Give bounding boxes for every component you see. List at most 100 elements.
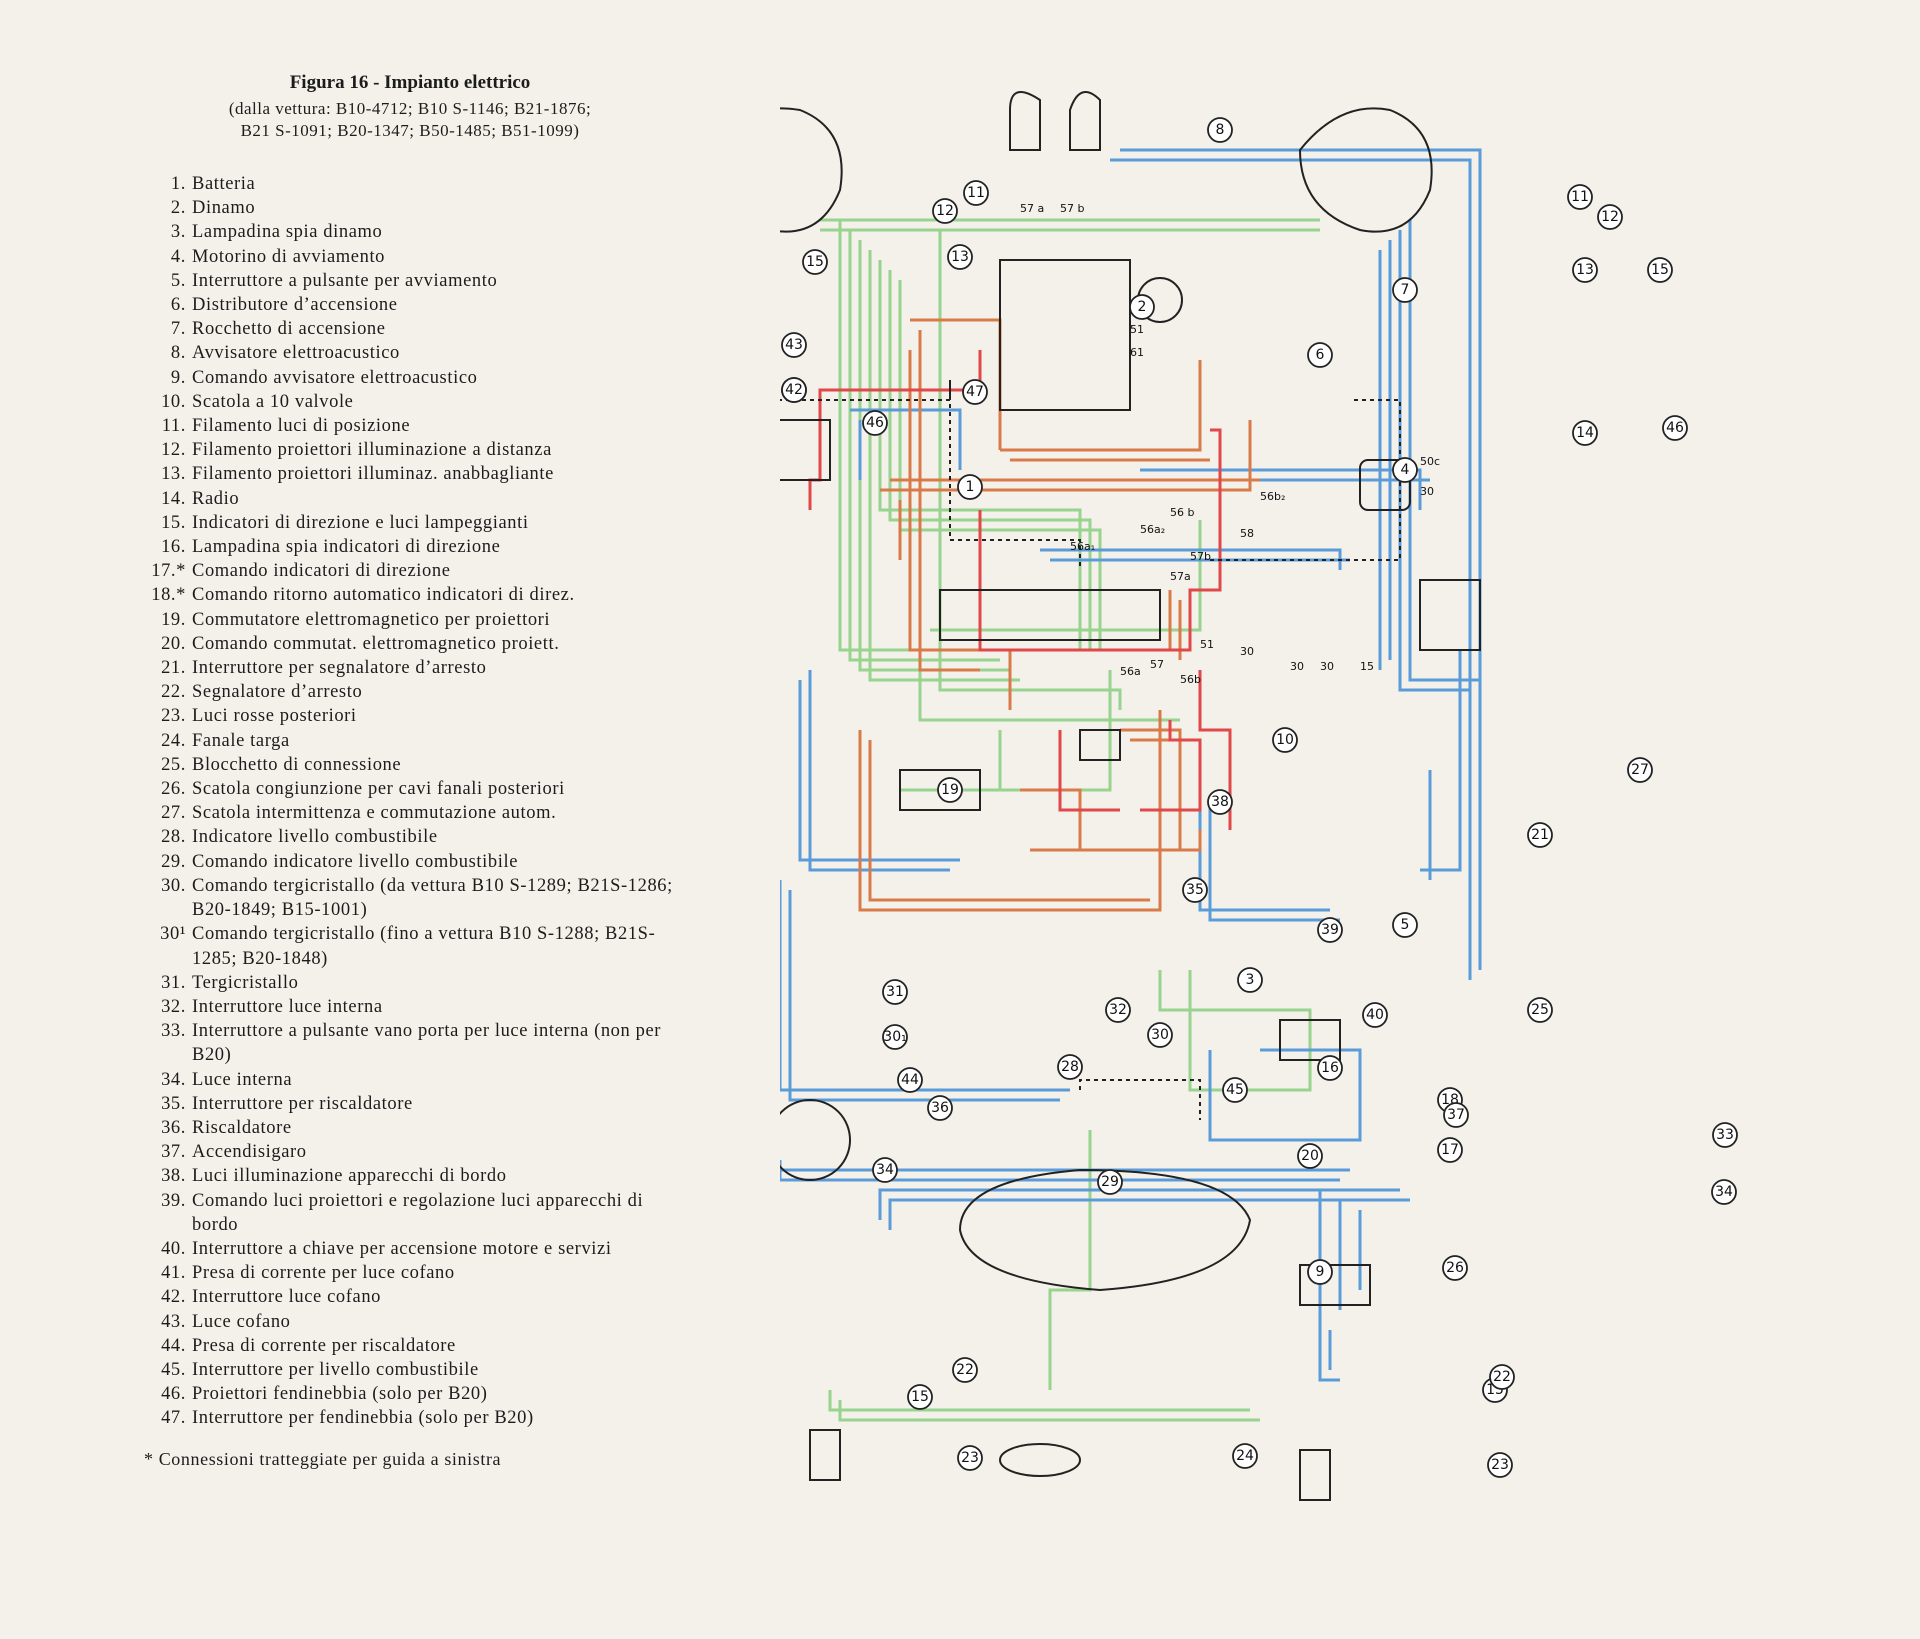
component-15c: 15 <box>907 1384 933 1410</box>
component-number: 38 <box>1211 794 1229 810</box>
headlamp-right <box>1298 107 1433 233</box>
legend-item: 28.Indicatore livello combustibile <box>130 825 690 849</box>
component-5: 5 <box>1392 912 1418 938</box>
component-circle <box>947 244 973 270</box>
component-45: 45 <box>1222 1077 1248 1103</box>
horn-right <box>1069 91 1101 151</box>
wire-label-30c: 30 <box>1290 660 1304 673</box>
component-number: 22 <box>956 1362 974 1378</box>
component-46a: 46 <box>862 410 888 436</box>
legend-item-number: 3. <box>170 222 186 243</box>
legend-item-number: 16. <box>161 537 186 558</box>
legend-item-text: Lampadina spia dinamo <box>192 222 383 243</box>
footnote: * Connessioni tratteggiate per guida a s… <box>144 1448 502 1469</box>
legend-item: 30.Comando tergicristallo (da vettura B1… <box>130 874 690 922</box>
legend-item: 22.Segnalatore d’arresto <box>130 680 690 704</box>
component-number: 40 <box>1366 1007 1384 1023</box>
legend-item: 2.Dinamo <box>130 196 690 220</box>
component-26: 26 <box>1442 1255 1468 1281</box>
component-number: 19 <box>941 782 959 798</box>
legend-item-number: 20. <box>161 633 186 654</box>
component-circle <box>1097 1169 1123 1195</box>
legend-item-number: 15. <box>161 512 186 533</box>
legend-item-number: 37. <box>161 1142 186 1163</box>
legend-item: 12. Filamento proiettori illuminazione a … <box>130 438 690 462</box>
legend-item-text: Accendisigaro <box>192 1142 307 1163</box>
wire-label-57: 57 <box>1150 658 1164 671</box>
component-circle <box>1129 294 1155 320</box>
component-25: 25 <box>1527 997 1553 1023</box>
wire-label-15: 15 <box>1360 660 1374 673</box>
component-number: 12 <box>936 203 954 219</box>
engine-block-shape <box>999 259 1131 411</box>
legend-item: 10.Scatola a 10 valvole <box>130 390 690 414</box>
legend-item: 46.Proiettori fendinebbia (solo per B20) <box>130 1382 690 1406</box>
radio-shape <box>1359 459 1411 511</box>
legend-item-number: 12. <box>161 440 186 461</box>
component-number: 7 <box>1401 282 1410 298</box>
component-circle <box>1711 1179 1737 1205</box>
legend-item-number: 31. <box>161 972 186 993</box>
legend-item-text: Interruttore per fendinebbia (solo per B… <box>192 1408 534 1429</box>
legend-item: 25.Blocchetto di connessione <box>130 753 690 777</box>
legend-item: 19.Commutatore elettromagnetico per proi… <box>130 608 690 632</box>
legend-item-number: 10. <box>161 391 186 412</box>
component-number: 3 <box>1246 972 1255 988</box>
component-number: 17 <box>1441 1142 1459 1158</box>
legend-item-number: 39. <box>161 1190 186 1211</box>
green-wires <box>820 218 1320 1422</box>
component-13b: 13 <box>1572 257 1598 283</box>
wire-label-56a: 56a <box>1120 665 1141 678</box>
legend-item: 47. Interruttore per fendinebbia (solo pe… <box>130 1406 690 1430</box>
legend-item: 16. Lampadina spia indicatori di direzion… <box>130 535 690 559</box>
legend-item: 21.Interruttore per segnalatore d’arrest… <box>130 656 690 680</box>
wire-label-57b2: 57b <box>1190 550 1211 563</box>
component-33: 33 <box>1712 1122 1738 1148</box>
component-27: 27 <box>1627 757 1653 783</box>
component-32: 32 <box>1105 997 1131 1023</box>
legend-item-text: Lampadina spia indicatori di direzione <box>192 537 501 558</box>
legend-item: 31.Tergicristallo <box>130 971 690 995</box>
component-circle <box>1182 877 1208 903</box>
legend-item: 20.Comando commutat. elettromagnetico pr… <box>130 632 690 656</box>
component-circle <box>1572 257 1598 283</box>
component-number: 4 <box>1401 462 1410 478</box>
legend-item-text: Radio <box>192 488 240 509</box>
component-number: 46 <box>1666 420 1684 436</box>
legend-item-number: 9. <box>170 367 186 388</box>
legend-item-text: Filamento proiettori illuminazione a dis… <box>192 440 552 461</box>
legend-item: 33.Interruttore a pulsante vano porta pe… <box>130 1019 690 1067</box>
legend-item-number: 17.* <box>151 561 186 582</box>
component-6: 6 <box>1307 342 1333 368</box>
legend-item-number: 47. <box>161 1408 186 1429</box>
legend-item: 40.Interruttore a chiave per accensione … <box>130 1237 690 1261</box>
component-number: 37 <box>1447 1107 1465 1123</box>
wire-label-30d: 30 <box>1320 660 1334 673</box>
component-15b: 15 <box>1647 257 1673 283</box>
component-circle <box>872 1157 898 1183</box>
component-17: 17 <box>1437 1137 1463 1163</box>
legend-item-number: 27. <box>161 803 186 824</box>
horn-left <box>1009 91 1041 151</box>
flasher-control-shape <box>1279 1019 1341 1061</box>
legend-item-number: 8. <box>170 343 186 364</box>
legend-item-number: 14. <box>161 488 186 509</box>
legend-item: 44.Presa di corrente per riscaldatore <box>130 1334 690 1358</box>
legend-item-text: Interruttore luce interna <box>192 996 383 1017</box>
legend-item: 32.Interruttore luce interna <box>130 995 690 1019</box>
legend-item-text: Filamento luci di posizione <box>192 416 411 437</box>
component-circle <box>1442 1255 1468 1281</box>
legend-item-text: Distributore d’accensione <box>192 295 398 316</box>
component-circle <box>1567 184 1593 210</box>
component-number: 24 <box>1236 1448 1254 1464</box>
component-number: 12 <box>1601 209 1619 225</box>
component-number: 11 <box>1571 189 1589 205</box>
component-circle <box>1307 342 1333 368</box>
legend-item: 27.Scatola intermittenza e commutazione … <box>130 801 690 825</box>
legend-item: 34.Luce interna <box>130 1068 690 1092</box>
component-number: 2 <box>1138 299 1147 315</box>
component-circle <box>1572 420 1598 446</box>
component-8: 8 <box>1207 117 1233 143</box>
component-number: 34 <box>1715 1184 1733 1200</box>
component-circle <box>1712 1122 1738 1148</box>
